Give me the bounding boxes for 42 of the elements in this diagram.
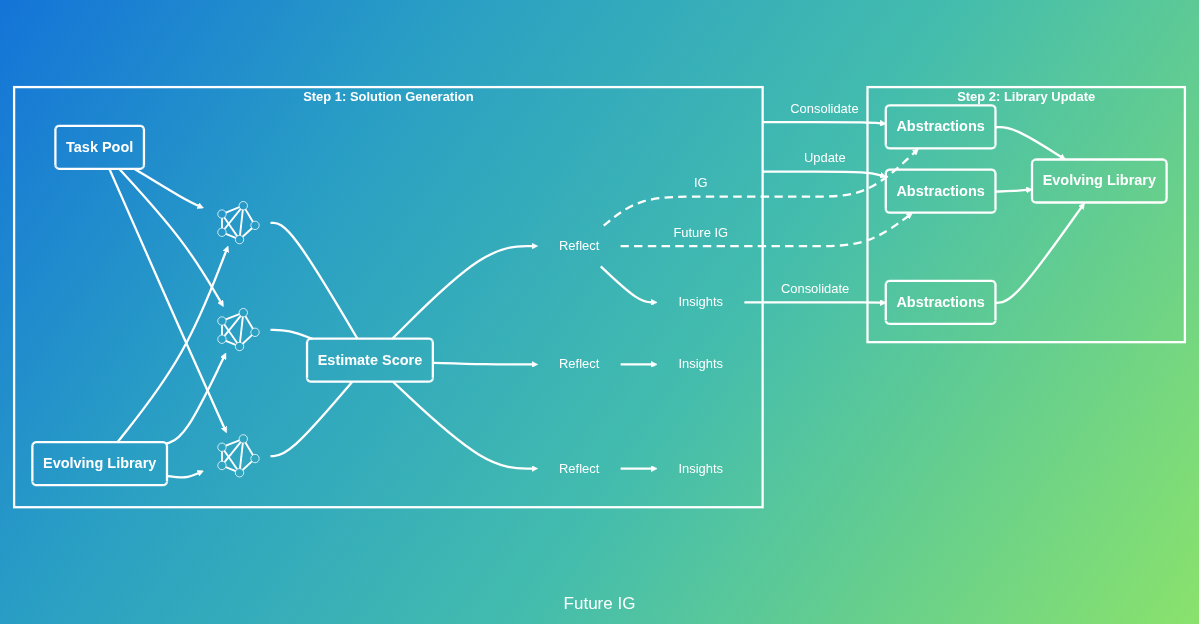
node-text: Task Pool [66,138,134,155]
arrow [603,148,919,227]
connector [270,221,359,340]
arrow [620,360,658,368]
node-text: Reflect [559,461,600,476]
node-text: Reflect [559,238,600,253]
arrow [599,265,658,306]
edge-annotation: Future IG [563,593,636,615]
arrow [433,360,538,368]
arrow [134,168,204,209]
edge-label: Future IG [673,224,729,240]
edge-label: Update [803,150,846,166]
node-text: Insights [678,461,724,476]
arrow [167,470,204,479]
edge-label: Consolidate [790,101,859,116]
node-text: Reflect [559,356,600,372]
arrow [620,212,913,248]
connector [270,381,353,457]
arrow [762,170,887,179]
connector [270,328,314,340]
node-text: Insights [678,294,724,310]
arrow [995,186,1033,194]
arrow [995,125,1066,160]
node-text: Insights [678,356,724,372]
arrow [108,168,228,433]
arrow [744,299,887,306]
node-text: Abstractions [896,293,985,310]
node-text: Evolving Library [1042,172,1156,189]
arrow [762,119,887,127]
node-text: Estimate Score [317,351,423,368]
node-text: Abstractions [896,182,985,199]
arrow [165,352,227,445]
edge-label: Consolidate [780,281,850,296]
node-text: Abstractions [896,118,985,135]
arrow [392,381,538,472]
arrow [620,465,658,472]
arrow [995,202,1085,304]
node-text: Evolving Library [43,454,157,471]
edge-label: IG [693,175,708,190]
arrow [118,168,224,307]
arrow [391,242,538,340]
arrow [116,245,229,444]
